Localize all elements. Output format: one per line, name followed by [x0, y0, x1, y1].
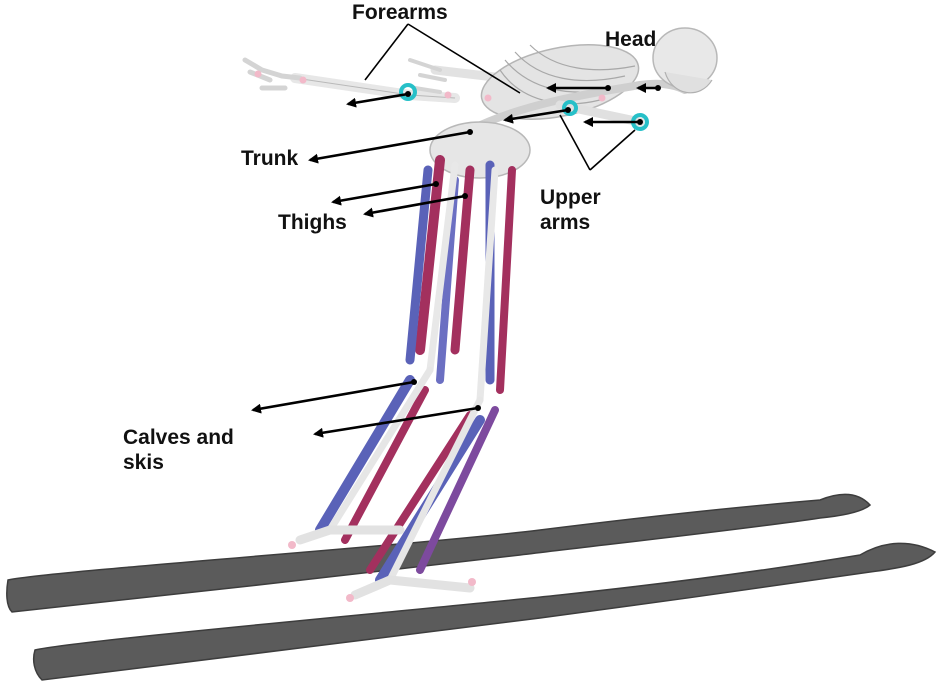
femur-right: [476, 166, 499, 404]
thighs-label: Thighs: [278, 211, 347, 234]
ski-back: [6, 493, 872, 613]
right-hand: [408, 58, 447, 94]
calf-muscle-red-2: [366, 411, 474, 574]
arrow-origin-dot: [405, 91, 411, 97]
cyan-joint-marker: [562, 100, 578, 116]
calf-muscle-red-1: [341, 386, 429, 544]
arrow-origin-dot: [637, 119, 643, 125]
thigh-muscle-red-3: [496, 166, 516, 394]
joint-marker: [468, 578, 476, 586]
forearm-arrow: [346, 92, 409, 108]
joint-marker: [346, 594, 354, 602]
calf-muscle-purple: [416, 406, 499, 574]
thigh-muscle-blue-1: [405, 165, 433, 365]
upper-arm-bone: [555, 100, 645, 127]
joint-markers: [254, 70, 649, 602]
joint-marker: [288, 541, 296, 549]
forearms-leader-left: [364, 23, 409, 81]
arrow-origin-dot: [565, 107, 571, 113]
trunk-label: Trunk: [241, 147, 299, 170]
arrow-origin-dot: [462, 193, 468, 199]
arrow-origin-dot: [433, 181, 439, 187]
calf-arrow-1: [251, 380, 415, 414]
trunk-arrow: [308, 130, 471, 164]
arrow-origin-dot: [475, 405, 481, 411]
leg-muscles: [315, 155, 516, 585]
leader-lines: [364, 23, 636, 171]
joint-marker: [254, 70, 262, 78]
calves-label-line1: Calves and: [123, 426, 234, 449]
upper-arms-label-line1: Upper: [540, 186, 601, 209]
joint-marker: [444, 91, 452, 99]
calf-arrow-2: [313, 406, 479, 438]
head-label: Head: [605, 28, 657, 51]
upper-arms-label: Upper arms: [540, 185, 601, 235]
thigh-arrow-1: [331, 182, 437, 206]
arrow-origin-dot: [411, 379, 417, 385]
foot-right: [350, 575, 475, 600]
thigh-arrow-2: [363, 194, 466, 218]
tibia-right: [386, 396, 484, 584]
calves-and-skis-label: Calves and skis: [123, 425, 234, 475]
upper-arms-leader-right: [589, 129, 636, 171]
arrow-origin-dot: [655, 85, 661, 91]
calves-label-line2: skis: [123, 451, 164, 474]
arrow-origin-dots: [405, 85, 661, 411]
ski-front: [32, 542, 937, 681]
cyan-joint-marker: [399, 83, 417, 101]
thigh-muscle-red-1: [415, 155, 445, 355]
joint-marker: [598, 94, 606, 102]
joint-marker: [484, 94, 492, 102]
forearms-label: Forearms: [352, 1, 448, 24]
jaw: [664, 71, 713, 94]
forearms-leader-right: [407, 23, 521, 94]
arrow-origin-dot: [605, 85, 611, 91]
foot-left: [295, 525, 405, 545]
skis: [6, 493, 937, 681]
arrows: [251, 83, 658, 438]
tibia-left: [326, 366, 434, 534]
left-forearm: [290, 73, 460, 103]
calf-muscle-blue-1: [315, 375, 415, 535]
left-hand: [242, 57, 303, 91]
thigh-muscle-red-2: [450, 165, 475, 355]
upper-arms-leader-left: [559, 114, 591, 171]
upper-arms-label-line2: arms: [540, 211, 591, 234]
joint-marker: [299, 76, 307, 84]
upper-arm-arrow-1: [503, 108, 569, 124]
arrow-origin-dot: [467, 129, 473, 135]
